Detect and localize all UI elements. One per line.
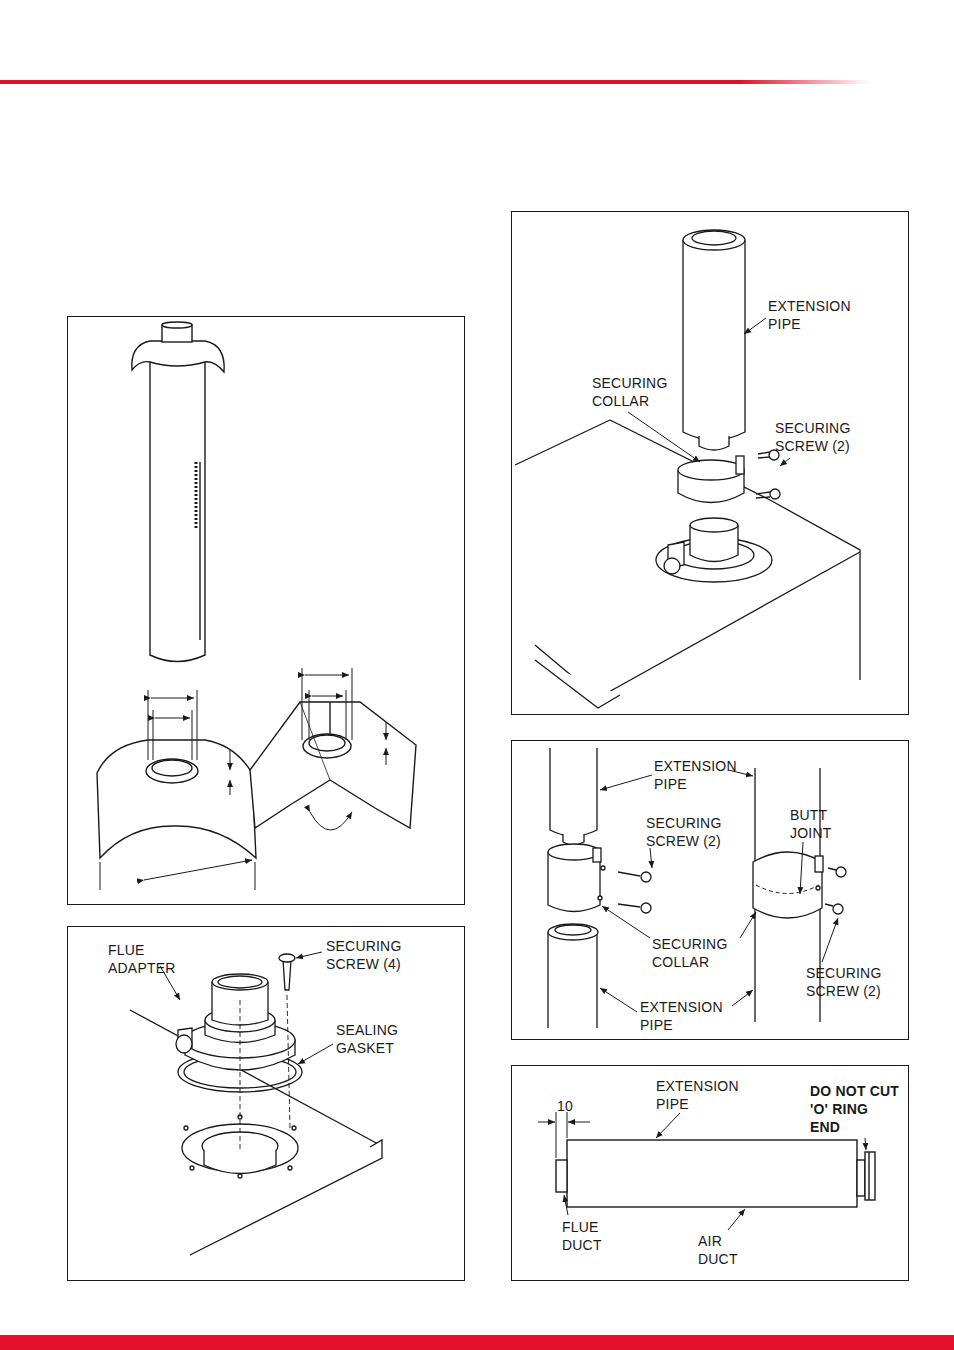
dimension: 10 — [557, 1097, 587, 1115]
part-label: SECURING SCREW (4) — [326, 937, 436, 973]
part-label: FLUE ADAPTER — [108, 941, 188, 977]
part-label: SECURING COLLAR — [652, 935, 752, 971]
part-label: SECURING SCREW (2) — [806, 964, 906, 1000]
part-label: EXTENSION PIPE — [656, 1077, 756, 1113]
part-label: EXTENSION PIPE — [654, 757, 754, 793]
part-label: EXTENSION PIPE — [640, 998, 740, 1034]
part-label: BUTT JOINT — [790, 806, 860, 842]
part-label: SECURING SCREW (2) — [775, 419, 875, 455]
warning-note: DO NOT CUT 'O' RING END — [810, 1082, 902, 1136]
part-label: EXTENSION PIPE — [768, 297, 868, 333]
part-label: SEALING GASKET — [336, 1021, 431, 1057]
part-label: SECURING COLLAR — [592, 374, 692, 410]
part-label: AIR DUCT — [698, 1232, 758, 1268]
part-label: FLUE DUCT — [562, 1218, 622, 1254]
part-label: SECURING SCREW (2) — [646, 814, 746, 850]
